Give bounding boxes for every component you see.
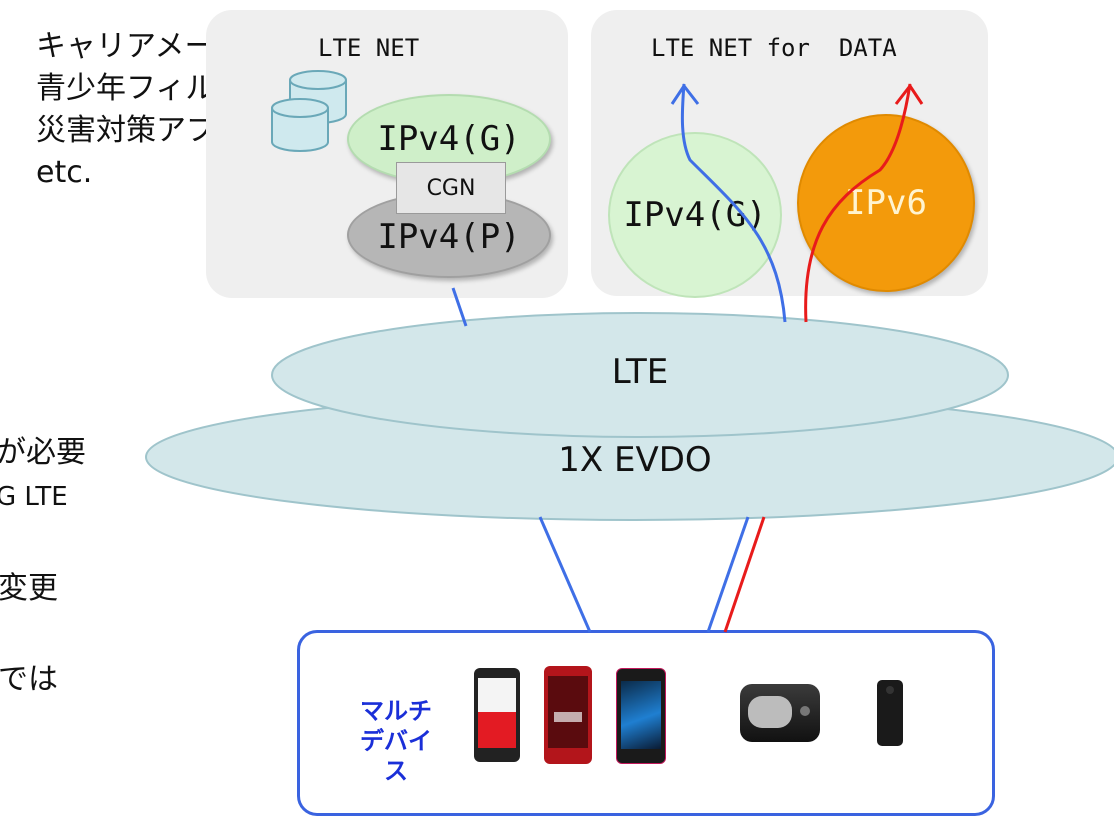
smartphone-red-white-icon: [474, 668, 520, 762]
data-ipv4-link: [680, 83, 787, 323]
smartphone-red-icon: [544, 666, 592, 764]
lte-net-title: LTE NET: [318, 34, 420, 62]
lte-label: LTE: [611, 352, 669, 392]
ipv6-link-low: [723, 516, 766, 633]
ipv6-arrow-head: [894, 83, 924, 105]
ipv4-private-node: IPv4(P): [347, 192, 551, 278]
lte-net-data-title: LTE NET for DATA: [651, 34, 897, 62]
multi-device-label: マルチ デバイス: [356, 696, 436, 786]
ipv4-global-label: IPv4(G): [377, 119, 521, 159]
smartphone-black-icon: [616, 668, 666, 764]
database-icon: [271, 70, 347, 152]
device-ipv4-link-left: [538, 516, 592, 633]
ipv4-private-link: [451, 287, 468, 327]
ipv6-label: IPv6: [845, 183, 927, 223]
clipped-text-1: が必要: [0, 435, 86, 470]
ipv4-private-label: IPv4(P): [377, 217, 521, 257]
data-ipv4-link-low: [706, 516, 750, 633]
evdo-label: 1X EVDO: [558, 440, 712, 480]
network-layer: [145, 312, 1114, 521]
feature-etc: etc.: [36, 155, 93, 190]
connection-lines: [451, 83, 924, 633]
mobile-router-icon: [740, 684, 820, 742]
clipped-text-2: G LTE: [0, 482, 68, 512]
multi-device-label-line1: マルチ: [360, 697, 432, 725]
multi-device-label-line2: デバイス: [360, 727, 432, 785]
clipped-text-4: では: [0, 662, 58, 697]
ipv6-node: IPv6: [797, 114, 975, 292]
data-ipv4-global-node: IPv4(G): [608, 132, 782, 298]
clipped-text-3: 変更: [0, 571, 58, 606]
usb-modem-icon: [877, 680, 903, 746]
lte-ellipse: [271, 312, 1009, 438]
cgn-label: CGN: [426, 175, 476, 201]
cgn-box: CGN: [396, 162, 506, 214]
ipv4-arrow-head: [670, 83, 700, 105]
ipv6-link: [804, 83, 912, 323]
